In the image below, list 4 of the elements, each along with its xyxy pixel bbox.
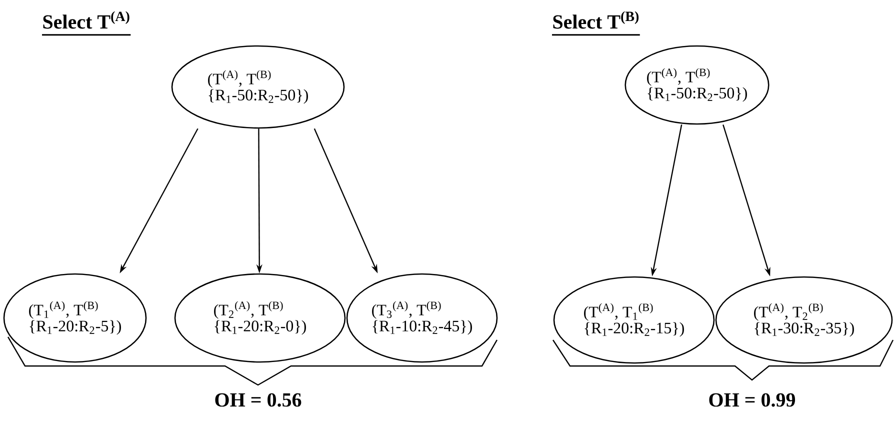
heading: Select T$^{(B)}$ (553, 11, 639, 29)
score-label: OH = 0.99 (709, 393, 796, 407)
heading: Select T$^{(A)}$ (43, 11, 130, 29)
score-label: OH = 0.56 (215, 393, 302, 407)
